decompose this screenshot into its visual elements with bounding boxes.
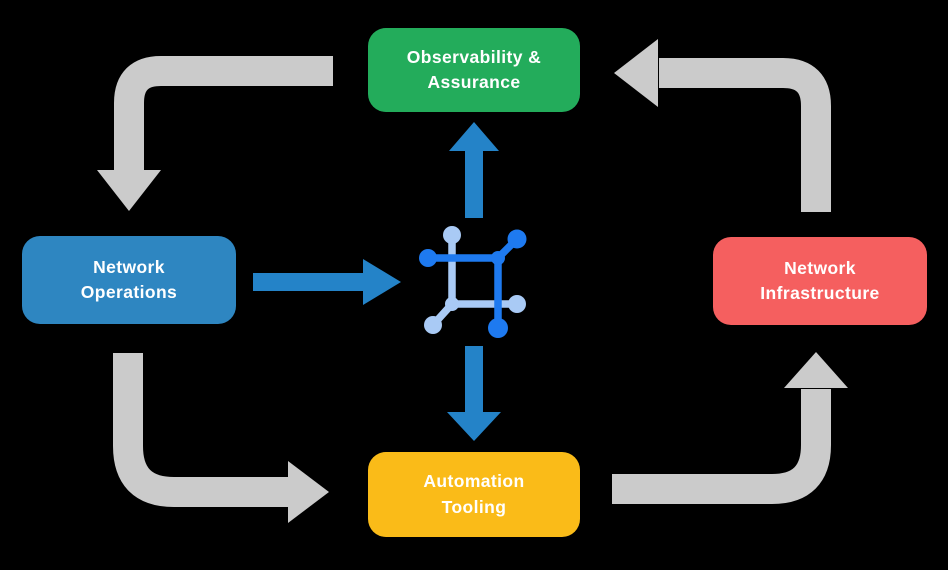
cycle-arrow-operations-to-automation bbox=[113, 353, 329, 523]
node-label: Observability & Assurance bbox=[406, 46, 542, 92]
cycle-arrowhead-up bbox=[784, 352, 848, 388]
cycle-arrowhead-left bbox=[614, 39, 658, 107]
network-node-dot bbox=[419, 249, 437, 267]
cycle-arrowhead-right bbox=[288, 461, 329, 523]
network-node-dot bbox=[508, 295, 526, 313]
node-automation-tooling: Automation Tooling bbox=[368, 452, 580, 537]
network-node-dot bbox=[507, 229, 527, 249]
cycle-arrow-automation-to-infrastructure bbox=[612, 352, 848, 504]
node-label: Network Infrastructure bbox=[760, 257, 880, 303]
cycle-arrow-track bbox=[114, 56, 333, 171]
network-node-joint bbox=[491, 251, 505, 265]
node-label: Automation Tooling bbox=[423, 471, 525, 517]
node-label: Network Operations bbox=[80, 256, 178, 302]
network-node-dot bbox=[443, 226, 461, 244]
node-observability-assurance: Observability & Assurance bbox=[368, 28, 580, 112]
cycle-arrow-infrastructure-to-observability bbox=[614, 39, 831, 212]
node-network-infrastructure: Network Infrastructure bbox=[713, 237, 927, 325]
cycle-arrow-track bbox=[659, 58, 831, 212]
center-arrow-icon-to-automation bbox=[447, 346, 501, 441]
cycle-arrowhead-down bbox=[97, 170, 161, 211]
center-arrow-operations-to-icon bbox=[253, 259, 401, 305]
network-node-dot bbox=[424, 316, 442, 334]
cycle-arrow-observability-to-operations bbox=[97, 56, 333, 211]
cycle-arrow-track bbox=[612, 389, 831, 504]
network-fabric-icon bbox=[419, 226, 527, 338]
network-node-dot bbox=[488, 318, 508, 338]
center-arrow-icon-to-observability bbox=[449, 122, 499, 218]
cycle-arrow-track bbox=[113, 353, 289, 507]
network-node-joint bbox=[445, 297, 459, 311]
node-network-operations: Network Operations bbox=[22, 236, 236, 324]
